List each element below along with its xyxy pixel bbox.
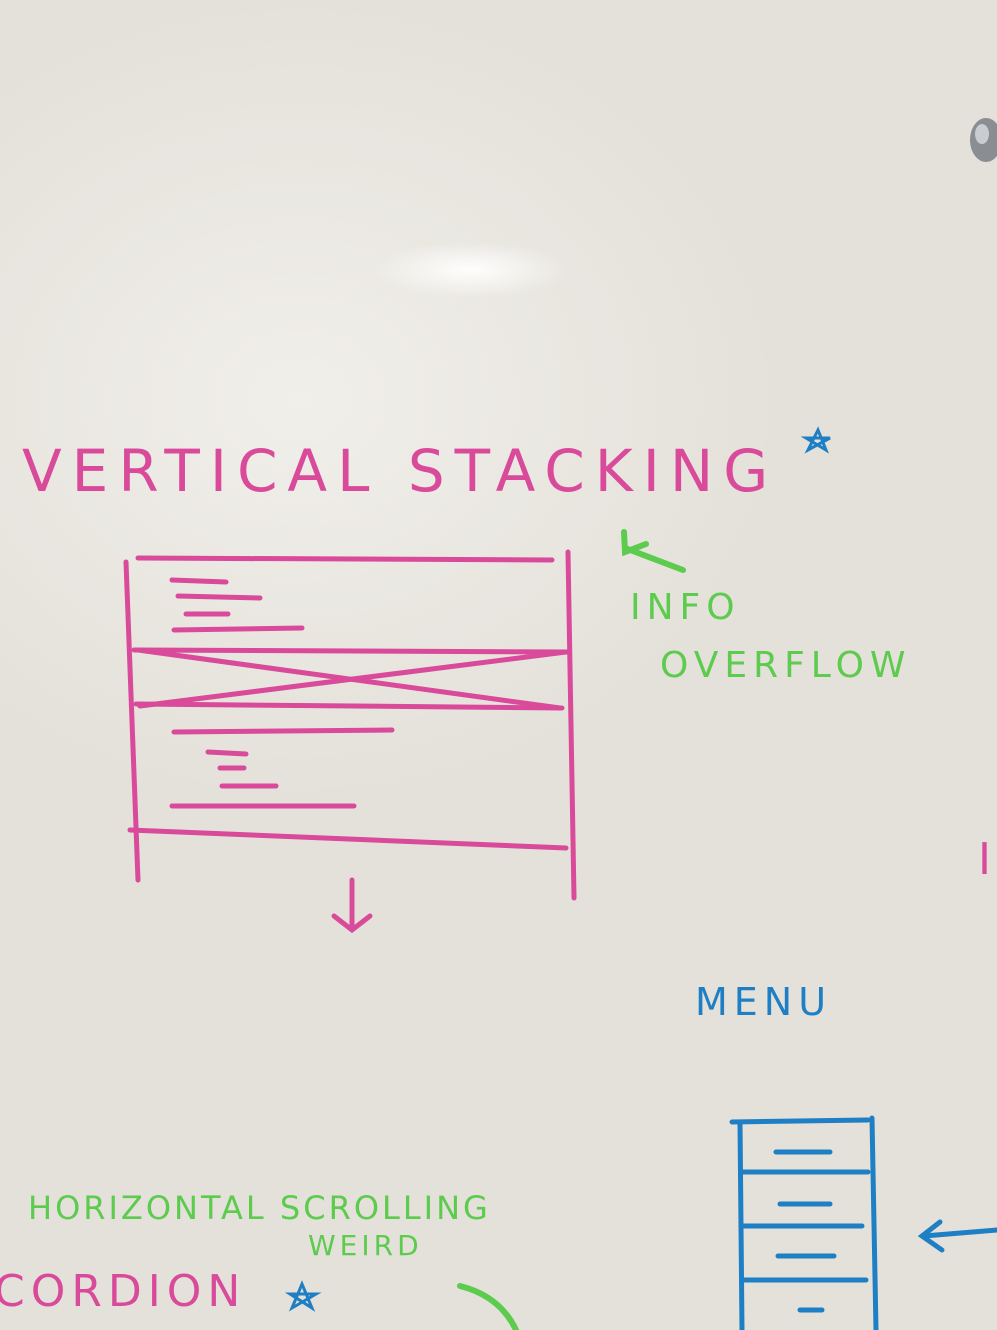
- green-curve: [457, 1283, 519, 1330]
- note-info: INFO: [630, 587, 741, 628]
- note-horizontal-scrolling: HORIZONTAL SCROLLING: [28, 1189, 491, 1227]
- vertical-stacking-wireframe: [123, 549, 577, 901]
- menu-wireframe: [729, 1115, 879, 1330]
- label-accordion: CORDION: [0, 1266, 247, 1317]
- title-vertical-stacking: VERTICAL STACKING: [22, 437, 779, 505]
- arrow-up-icon: [621, 529, 686, 573]
- note-overflow: OVERFLOW: [660, 645, 912, 686]
- label-menu: MENU: [695, 980, 833, 1024]
- magnet: [970, 118, 997, 162]
- star-icon: [284, 1280, 322, 1312]
- note-weird: WEIRD: [308, 1229, 423, 1262]
- star-icon: [800, 426, 831, 454]
- label-right-edge-fragment: I: [978, 834, 997, 885]
- arrow-down-icon: [331, 877, 373, 934]
- arrow-left-icon: [917, 1219, 997, 1253]
